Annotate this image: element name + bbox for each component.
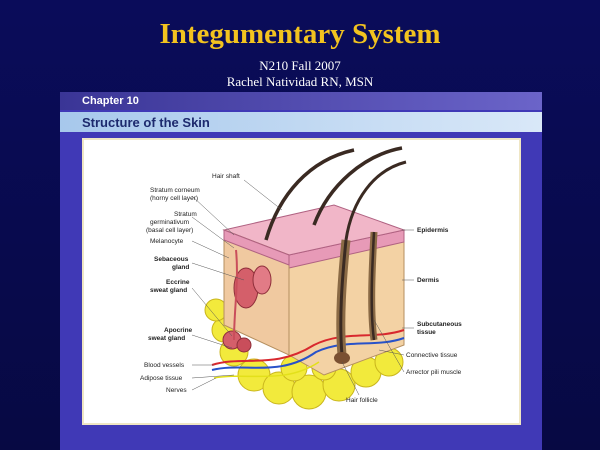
chapter-bar: Chapter 10 [60, 92, 542, 110]
label-sebaceous: Sebaceous [154, 256, 189, 263]
svg-text:germinativum: germinativum [150, 219, 189, 226]
label-germinativum: germinativum [150, 219, 189, 226]
label-hair-shaft: Hair shaft [212, 173, 240, 180]
blood-vessel-blue [211, 337, 405, 371]
svg-text:Eccrine: Eccrine [166, 279, 190, 286]
svg-text:Nerves: Nerves [166, 387, 187, 394]
svg-text:Sebaceous: Sebaceous [154, 256, 189, 263]
label-stratum-corneum-sub: (horny cell layer) [150, 195, 198, 202]
skin-illustration: Stratum corneum (horny cell layer) Strat… [82, 138, 521, 425]
hair-shaft [264, 148, 355, 241]
label-basal-layer: (basal cell layer) [146, 227, 193, 234]
label-eccrine-gland: sweat gland [150, 287, 187, 294]
svg-text:Apocrine: Apocrine [164, 327, 193, 334]
skin-diagram: Stratum corneum (horny cell layer) Strat… [140, 146, 462, 410]
label-stratum: Stratum [174, 211, 197, 218]
svg-text:Hair follicle: Hair follicle [346, 397, 378, 404]
label-eccrine: Eccrine [166, 279, 190, 286]
svg-text:Hair shaft: Hair shaft [212, 173, 240, 180]
nerve-fiber [213, 361, 320, 379]
glands [222, 249, 272, 353]
label-subcutaneous: Subcutaneous [417, 321, 462, 328]
svg-text:Subcutaneous: Subcutaneous [417, 321, 462, 328]
label-sebaceous-gland: gland [172, 264, 189, 271]
label-stratum-corneum: Stratum corneum [150, 187, 200, 194]
label-adipose: Adipose tissue [140, 375, 183, 382]
label-subcutaneous-tissue: tissue [417, 329, 436, 336]
svg-text:Arrector pili muscle: Arrector pili muscle [406, 369, 462, 376]
svg-text:Melanocyte: Melanocyte [150, 238, 184, 245]
svg-text:(horny cell layer): (horny cell layer) [150, 195, 198, 202]
label-epidermis: Epidermis [417, 227, 449, 234]
svg-text:sweat gland: sweat gland [148, 335, 185, 342]
label-connective-tissue: Connective tissue [406, 352, 458, 359]
svg-text:Dermis: Dermis [417, 277, 439, 284]
slide-author: Rachel Natividad RN, MSN [226, 74, 374, 89]
svg-text:Adipose tissue: Adipose tissue [140, 375, 183, 382]
slide-course: N210 Fall 2007 [259, 58, 341, 73]
label-hair-follicle: Hair follicle [346, 397, 378, 404]
svg-text:Epidermis: Epidermis [417, 227, 449, 234]
label-apocrine: Apocrine [164, 327, 193, 334]
slide-title: Integumentary System [159, 18, 441, 50]
figure-heading: Structure of the Skin [60, 112, 542, 132]
label-apocrine-gland: sweat gland [148, 335, 185, 342]
label-melanocyte: Melanocyte [150, 238, 184, 245]
svg-text:tissue: tissue [417, 329, 436, 336]
svg-text:Connective tissue: Connective tissue [406, 352, 458, 359]
svg-text:Stratum corneum: Stratum corneum [150, 187, 200, 194]
label-nerves: Nerves [166, 387, 187, 394]
svg-text:Stratum: Stratum [174, 211, 197, 218]
label-dermis: Dermis [417, 277, 439, 284]
label-arrector-pili: Arrector pili muscle [406, 369, 462, 376]
svg-text:(basal cell layer): (basal cell layer) [146, 227, 193, 234]
figure-panel: Chapter 10 Structure of the Skin [60, 92, 542, 450]
svg-text:gland: gland [172, 264, 189, 271]
svg-text:Blood vessels: Blood vessels [144, 362, 185, 369]
svg-text:sweat gland: sweat gland [150, 287, 187, 294]
label-blood-vessels: Blood vessels [144, 362, 185, 369]
